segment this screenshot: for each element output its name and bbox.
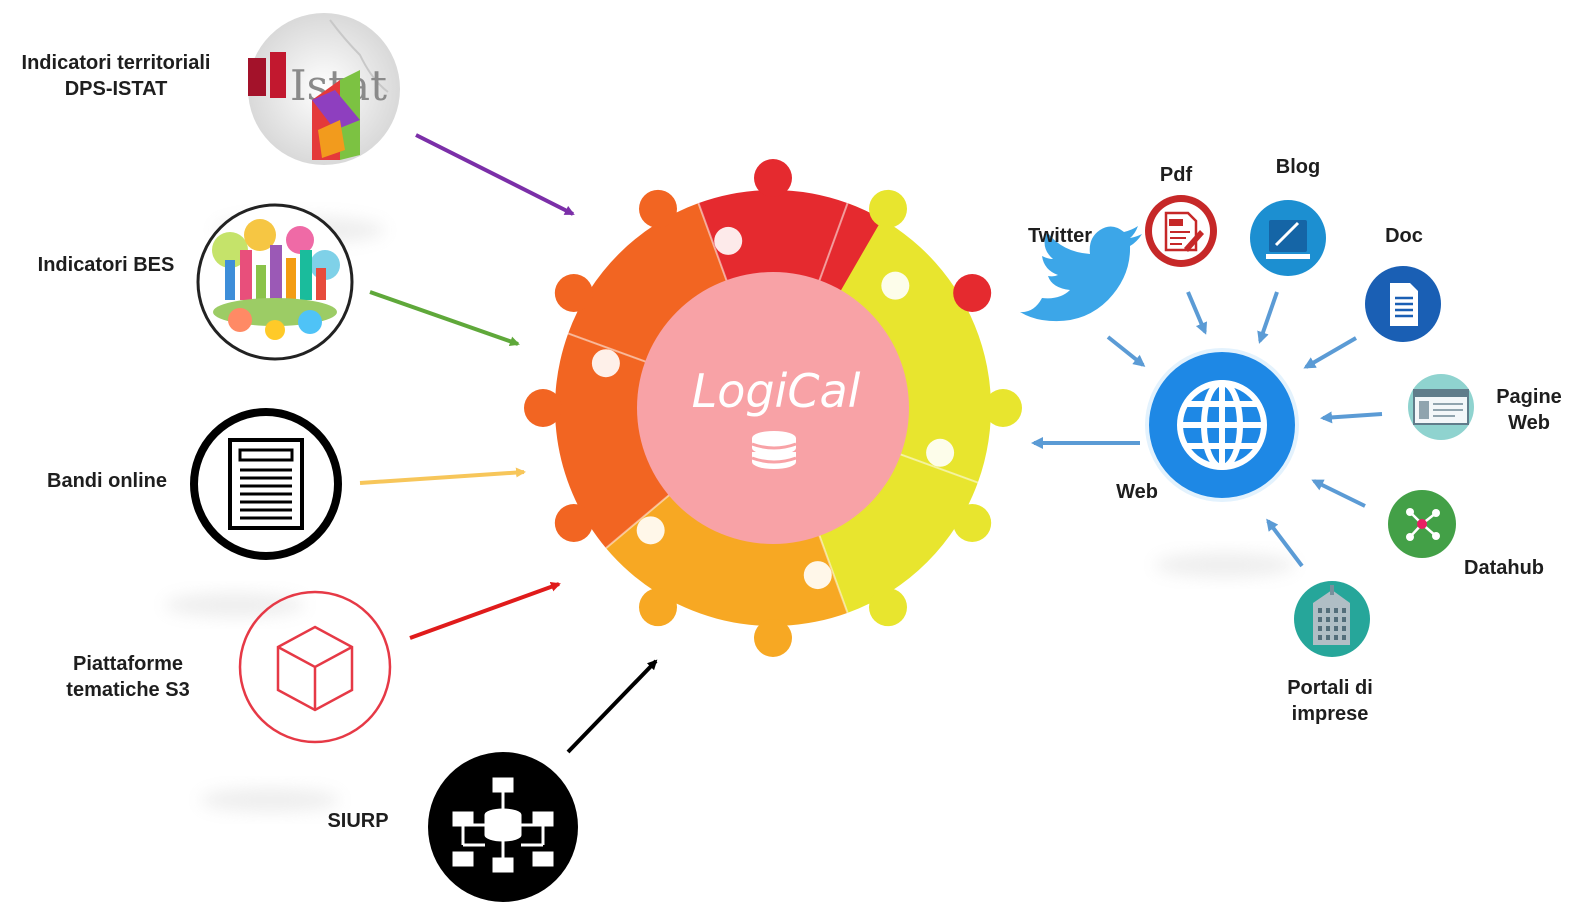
arrow-bes bbox=[369, 290, 520, 347]
arrow-siurp bbox=[566, 659, 658, 754]
ring-knob bbox=[639, 588, 677, 627]
label-doc: Doc bbox=[1385, 225, 1423, 247]
ring-segment bbox=[814, 203, 991, 483]
ring-knob bbox=[869, 588, 907, 627]
arrow-blog bbox=[1257, 291, 1279, 344]
globe-icon bbox=[1145, 348, 1299, 502]
ring-notch bbox=[714, 226, 743, 255]
label-pdf: Pdf bbox=[1159, 164, 1193, 186]
istat-chart-icon: Istat bbox=[248, 13, 400, 165]
doc-file-icon bbox=[1365, 266, 1441, 342]
arrow-bandi bbox=[359, 467, 526, 485]
twitter-bird-icon bbox=[1020, 226, 1142, 322]
ring-notch bbox=[803, 561, 832, 590]
arrow-portali bbox=[1266, 518, 1304, 568]
ring-seam bbox=[567, 332, 659, 368]
ring-knob bbox=[524, 389, 562, 427]
center-title: LogiCal bbox=[692, 364, 861, 418]
ring-seam bbox=[887, 448, 979, 484]
web-arrows bbox=[1031, 291, 1383, 568]
ring-segment bbox=[814, 449, 978, 613]
label-bes: Indicatori BES bbox=[37, 254, 175, 276]
ring-knob bbox=[639, 189, 677, 228]
ring-knob bbox=[953, 504, 992, 542]
puzzle-ring bbox=[524, 159, 1022, 657]
arrow-istat bbox=[415, 133, 575, 216]
label-bandi: Bandi online bbox=[47, 470, 167, 492]
ring-notch bbox=[881, 271, 910, 300]
ring-knob bbox=[554, 504, 593, 542]
label-siurp: SIURP bbox=[327, 810, 389, 832]
arrow-s3 bbox=[409, 582, 561, 640]
label-blog: Blog bbox=[1275, 156, 1321, 178]
ring-knob bbox=[554, 274, 593, 312]
graph-nodes-icon bbox=[1388, 490, 1456, 558]
ring-segment bbox=[698, 190, 848, 294]
arrow-pagine bbox=[1320, 411, 1383, 424]
ring-seam bbox=[697, 202, 733, 294]
ring-seam bbox=[813, 522, 849, 614]
label-twitter: Twitter bbox=[1027, 225, 1093, 247]
ring-knob bbox=[869, 189, 907, 228]
ring-seam bbox=[813, 202, 849, 294]
cube-icon bbox=[238, 590, 392, 744]
center-core bbox=[637, 272, 909, 544]
arrow-twitter bbox=[1106, 335, 1146, 367]
ring-seam bbox=[605, 485, 681, 549]
database-icon bbox=[751, 431, 797, 469]
ring-segment bbox=[568, 203, 732, 367]
ring-knob bbox=[754, 619, 792, 657]
ring-notch bbox=[636, 516, 665, 545]
arrow-pdf bbox=[1186, 291, 1208, 335]
network-database-icon bbox=[428, 752, 578, 902]
pdf-file-icon bbox=[1145, 195, 1217, 267]
blog-pen-icon bbox=[1250, 200, 1326, 276]
ring-knob bbox=[754, 159, 792, 197]
ring-knob bbox=[984, 389, 1022, 427]
arrow-datahub bbox=[1311, 479, 1366, 508]
label-datahub: Datahub bbox=[1464, 557, 1544, 579]
ring-knob bbox=[953, 274, 992, 312]
city-skyline-icon bbox=[196, 203, 354, 361]
arrow-doc bbox=[1303, 336, 1358, 369]
browser-window-icon bbox=[1408, 374, 1474, 440]
building-icon bbox=[1294, 581, 1370, 657]
ring-notch bbox=[591, 349, 620, 378]
label-web: Web bbox=[1116, 481, 1158, 503]
ring-notch bbox=[926, 438, 955, 467]
ring-segment bbox=[814, 203, 882, 303]
document-icon bbox=[190, 408, 342, 560]
